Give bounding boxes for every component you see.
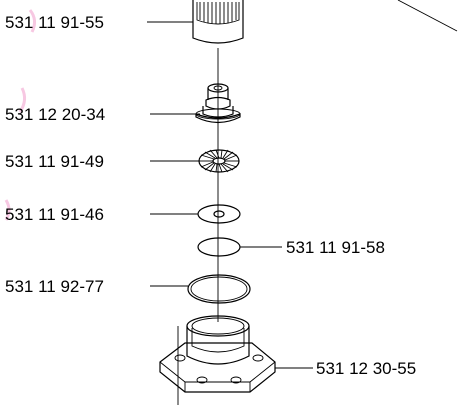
o-ring-drawing [187,274,251,304]
shim-disc-drawing [197,237,241,257]
part-label: 531 12 20-34 [5,105,105,124]
part-label: 531 11 92-77 [5,277,104,296]
part-label: 531 11 91-49 [5,152,104,171]
needle-bearing-drawing [192,0,244,44]
part-label: 531 11 91-55 [5,13,104,32]
watermark [4,9,37,221]
flat-washer-drawing [197,204,241,224]
part-label: 531 11 91-46 [5,205,104,224]
part-label: 531 11 91-58 [286,238,385,257]
bearing-housing-drawing [159,315,276,405]
reference-line [397,0,458,32]
part-label: 531 12 30-55 [316,359,416,378]
spring-washer-drawing [198,149,240,173]
